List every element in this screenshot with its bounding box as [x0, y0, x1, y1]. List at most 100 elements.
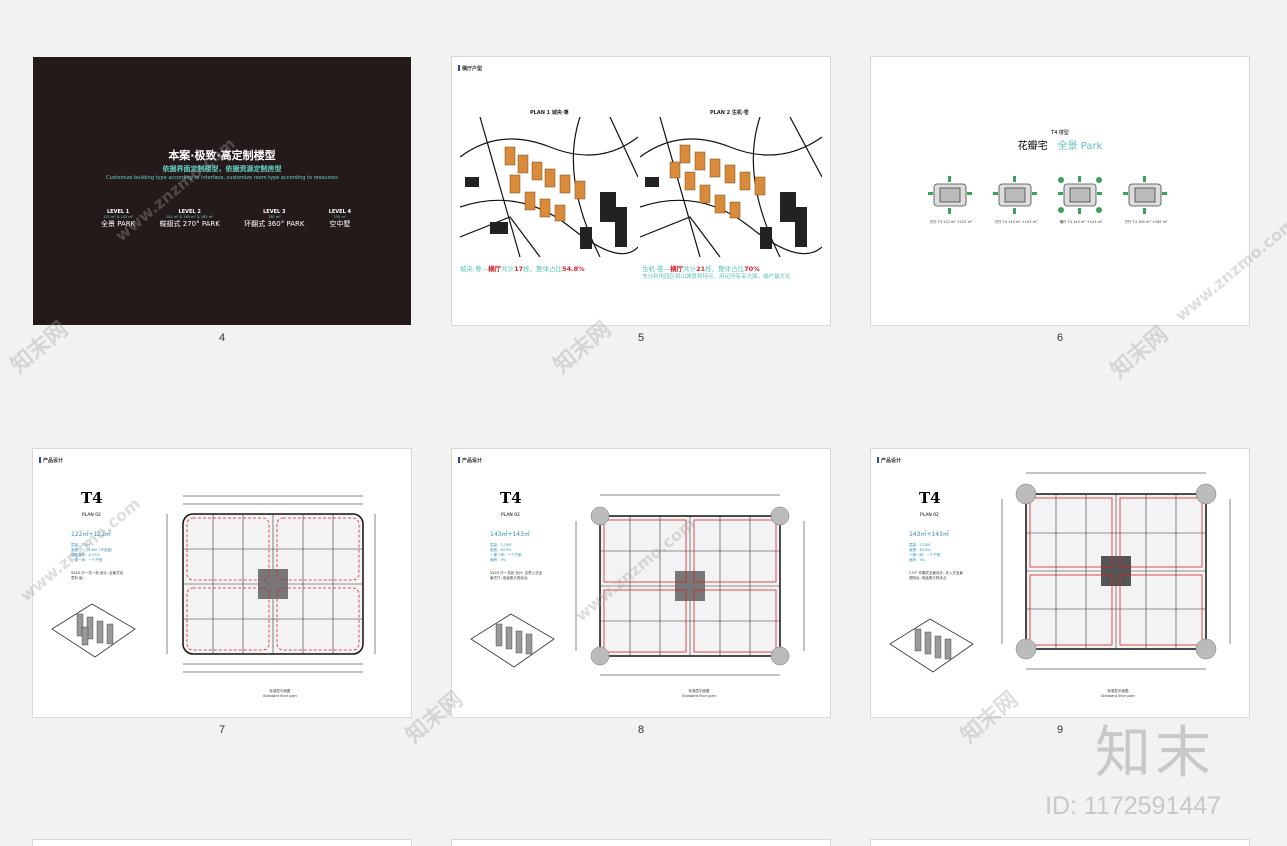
cap-highlight: 横厅 [670, 265, 684, 273]
page-number-8: 8 [637, 724, 645, 736]
cap-highlight: 横厅 [488, 265, 502, 273]
level-name: 空中墅 [329, 220, 351, 228]
plan-label: PLAN 02 [920, 513, 939, 518]
level-name: 环翻式 360° PARK [244, 220, 305, 228]
caption-cn: 标准层平面图 [269, 689, 291, 693]
spec-list: 层高：3.15M 面宽：83.9% 一梯一床：一个户型 面积：5% [490, 543, 522, 563]
level-area: 143 m² & 165 m² & 185 m² [165, 215, 214, 219]
level-head: LEVEL 1 [106, 209, 130, 215]
cap-percent: 54.8% [562, 265, 585, 273]
plan-description: 5X20 厅一花色 设计; 点赞入式全景式厅; 用途宽头的优点; [490, 571, 543, 580]
spec-list: 层高：3.15M 面宽：83.9% 一梯一床：一个户型 面积：5% [909, 543, 941, 563]
level-4: LEVEL 4 230 m² 空中墅 [329, 209, 351, 229]
tower-caption-3: 横厅 T4 143 m² +143 m² [1059, 220, 1103, 224]
caption-en: Standard floor plan [1101, 694, 1135, 698]
level-head: LEVEL 3 [263, 209, 286, 215]
floor-plan [575, 494, 805, 676]
thumbnail-slide-5[interactable]: 横厅户型 PLAN 1 城央·尊 PLAN 2 生机·苍 [452, 57, 830, 325]
level-area: 122 m² & 143 m² [103, 215, 134, 219]
spec-item: 一梯一床：一个户型 [490, 553, 522, 557]
plan1-caption: 城央·尊—横厅共计17栋，整体占比54.8% [460, 263, 585, 273]
tower-code: T4 [919, 489, 941, 507]
level-area: 230 m² [333, 215, 347, 219]
plan-description: 270° 环翻式全景设计; 步入式全景观阳台; 用途宽头的优点; [909, 571, 963, 580]
cap-text: 栋，整体占比 [523, 265, 563, 273]
brand-logo: 知末 [1095, 721, 1215, 786]
level-1: LEVEL 1 122 m² & 143 m² 全景 PARK [101, 209, 135, 229]
title-main: 花瓣宅 [1017, 141, 1048, 152]
spec-list: 层高：3.0M 面宽：一 16.6M（不含窗） 建筑面积：8.57% 一梯一床：… [71, 543, 114, 563]
spec-item: 面宽：83.9% [909, 548, 931, 552]
cap-number: 21 [696, 265, 706, 273]
thumbnail-slide-7[interactable]: 产品设计 T4 PLAN 02 122㎡+122㎡ 层高：3.0M 面宽：一 1… [33, 449, 411, 717]
tower-icons [928, 176, 1167, 214]
slide-tag: 产品设计 [458, 457, 482, 464]
tower-caption-1: 方厅 T4 122 m² +122 m² [929, 220, 973, 224]
spec-item: 层高：3.15M [909, 543, 931, 547]
site-map-2 [640, 117, 822, 257]
slide4-subtitle: 依据界面定制楼型，依据资源定制房型 [162, 165, 282, 173]
slide6-small-title: T4 楼型 [1051, 130, 1069, 136]
plan1-label: PLAN 1 城央·尊 [530, 110, 569, 116]
spec-item: 层高：3.15M [490, 543, 512, 547]
caption-en: Standard floor plan [263, 694, 297, 698]
thumbnail-slide-partial[interactable] [452, 840, 830, 846]
thumbnail-slide-4[interactable]: 本案·极致·高定制楼型 依据界面定制楼型，依据资源定制房型 Customize … [33, 57, 411, 325]
plan-caption: 标准层平面图 Standard floor plan [1101, 689, 1135, 699]
page-number-5: 5 [637, 332, 645, 344]
thumbnail-slide-partial[interactable] [871, 840, 1249, 846]
caption-en: Standard floor plan [682, 694, 716, 698]
slide6-title: 花瓣宅全景 Park [871, 137, 1249, 152]
cap-text: 生机·苍— [642, 265, 671, 273]
cap-number: 17 [514, 265, 524, 273]
floor-plan [166, 495, 376, 673]
thumbnail-slide-6[interactable]: T4 楼型 花瓣宅全景 Park 方厅 T4 122 m² +122 m² 方厅… [871, 57, 1249, 325]
caption-cn: 标准层平面图 [688, 689, 710, 693]
plan-description: 5X20 厅一花一色 设计; 全景式创意利 板; [71, 571, 124, 580]
level-list: LEVEL 1 122 m² & 143 m² 全景 PARK LEVEL 2 … [101, 209, 351, 229]
axonometric-model [889, 618, 974, 673]
plan-caption: 标准层平面图 Standard floor plan [263, 689, 297, 699]
page-number-7: 7 [218, 724, 226, 736]
level-area: 180 m² [267, 215, 281, 219]
cap-text: 共计 [683, 265, 697, 273]
axonometric-model [51, 603, 136, 658]
spec-item: 层高：3.0M [71, 543, 91, 547]
cap-text: 栋，整体占比 [705, 265, 745, 273]
spec-item: 一梯一床：一个户型 [909, 553, 941, 557]
page-number-4: 4 [218, 332, 226, 344]
plan-label: PLAN 02 [82, 513, 101, 518]
page-number-6: 6 [1056, 332, 1064, 344]
level-name: 蝶翅式 270° PARK [159, 220, 220, 228]
caption-cn: 标准层平面图 [1107, 689, 1129, 693]
level-name: 全景 PARK [101, 220, 136, 228]
spec-item: 面积：5% [909, 558, 926, 562]
slide4-subtitle-en: Customize building type according to int… [106, 175, 338, 181]
level-3: LEVEL 3 180 m² 环翻式 360° PARK [244, 209, 304, 229]
slide-tag: 产品设计 [39, 457, 63, 464]
plan-label: PLAN 02 [501, 513, 520, 518]
plan-caption: 标准层平面图 Standard floor plan [682, 689, 716, 699]
spec-item: 面宽：一 16.6M（不含窗） [71, 548, 115, 552]
thumbnail-slide-9[interactable]: 产品设计 T4 PLAN 02 143㎡+143㎡ 层高：3.15M 面宽：83… [871, 449, 1249, 717]
unit-area: 122㎡+122㎡ [71, 531, 111, 538]
page-number-9: 9 [1056, 724, 1064, 736]
axonometric-model [470, 613, 555, 668]
slide4-title: 本案·极致·高定制楼型 [168, 149, 276, 162]
thumbnail-slide-8[interactable]: 产品设计 T4 PLAN 02 143㎡+143㎡ 层高：3.15M 面宽：83… [452, 449, 830, 717]
slide5-tag: 横厅户型 [458, 65, 482, 72]
title-accent: 全景 Park [1057, 141, 1103, 152]
plan2-caption: 生机·苍—横厅共计21栋，整体占比70% [642, 263, 760, 273]
thumbnail-slide-partial[interactable] [33, 840, 411, 846]
cap-percent: 70% [744, 265, 760, 273]
tower-code: T4 [500, 489, 522, 507]
plan2-label: PLAN 2 生机·苍 [710, 110, 749, 116]
spec-item: 建筑面积：8.57% [71, 553, 100, 557]
unit-area: 143㎡+143㎡ [909, 531, 949, 538]
tower-code: T4 [81, 489, 103, 507]
brand-id: ID: 1172591447 [1045, 792, 1222, 820]
floor-plan [1001, 472, 1231, 670]
cap-text: 城央·尊— [460, 265, 489, 273]
slide-tag: 产品设计 [877, 457, 901, 464]
spec-item: 面积：5% [490, 558, 507, 562]
